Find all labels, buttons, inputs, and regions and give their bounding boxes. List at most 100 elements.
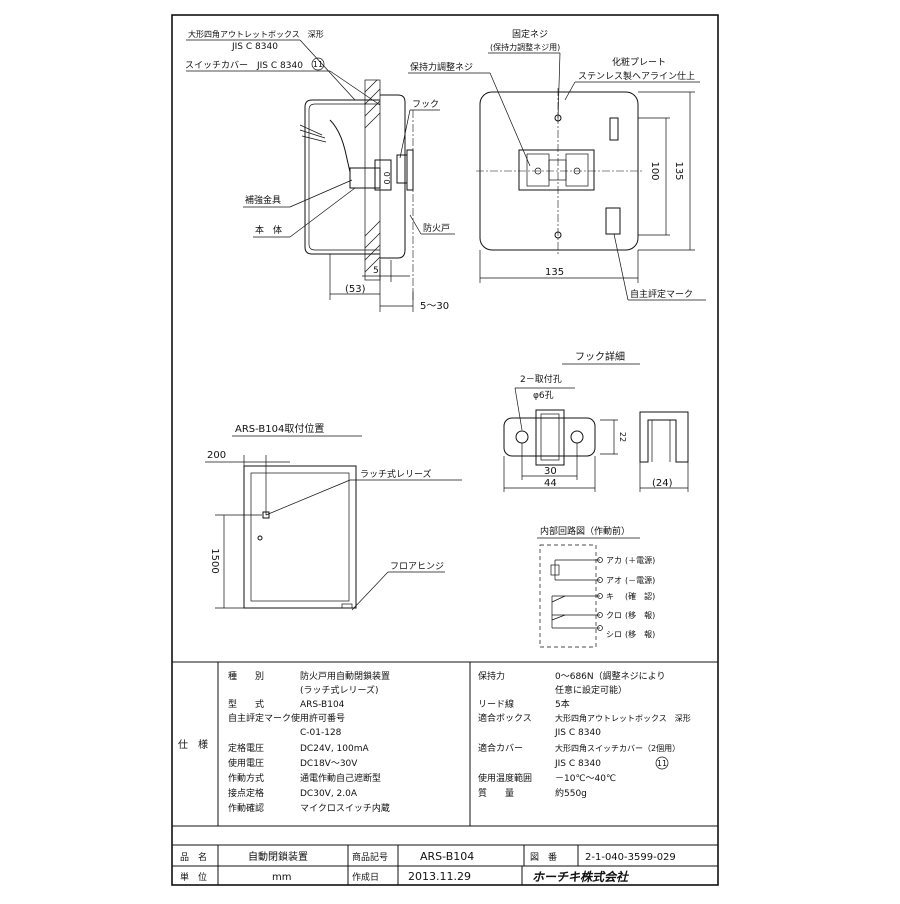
spec-value: DC30V, 2.0A [300, 789, 358, 799]
holding-screw-label: 保持力調整ネジ [410, 61, 473, 73]
spec-value: DC18V～30V [300, 759, 358, 769]
cover-circle-mark [311, 57, 325, 71]
holding-screw-paren: (保持力調整ネジ用) [490, 42, 560, 52]
hook-hole-right [570, 430, 584, 444]
solenoid-coil [550, 564, 560, 576]
dim-24: (24) [652, 478, 673, 489]
spec-value: 任意に設定可能） [555, 684, 627, 696]
spec-key: 種 別 [228, 671, 264, 682]
spec-value: 大形四角アウトレットボックス 深形 [555, 713, 691, 723]
hook-plate [503, 417, 596, 457]
spec-key: 自主評定マーク使用許可番号 [228, 712, 345, 724]
spec-value: 防火戸用自動閉鎖装置 [300, 670, 390, 682]
spec-value: JIS C 8340 [554, 759, 601, 769]
cover-plate-side [380, 94, 406, 259]
door-frame [243, 465, 357, 609]
date-label: 作成日 [352, 871, 379, 883]
dim-22: 22 [618, 432, 627, 442]
spec-key: 作動方式 [228, 772, 264, 784]
name-label: 品 名 [180, 851, 207, 863]
dim-53: (53) [345, 284, 366, 295]
hook-detail-title: フック詳細 [575, 350, 625, 363]
wire-4-color: クロ [606, 611, 622, 620]
outlet-box [304, 99, 380, 255]
spec-value: (ラッチ式レリーズ) [300, 684, 379, 696]
spec-value: 約550g [555, 787, 587, 799]
name-value: 自動閉鎖装置 [248, 850, 308, 863]
dim-5-30: 5～30 [420, 301, 449, 312]
wire-2-color: アオ [606, 576, 622, 585]
spec-key: 質 量 [478, 787, 514, 799]
lead-wires [329, 119, 351, 173]
latch-mechanism [518, 149, 595, 191]
sheet-frame [171, 14, 719, 886]
wire-4-role: (移 報) [625, 610, 655, 620]
cover-circle-number: 11 [313, 60, 323, 69]
spec-value: JIS C 8340 [554, 728, 601, 738]
self-mark-label: 自主評定マーク [630, 288, 693, 300]
spec-table: 仕 様 種 別 型 式 自主評定マーク使用許可番号 定格電圧 使用電圧 作動方式… [172, 661, 718, 846]
box-standard: JIS C 8340 [231, 42, 278, 52]
spec-section-label: 仕 様 [178, 738, 208, 751]
spec-value: マイクロスイッチ内蔵 [300, 802, 390, 814]
mount-position: ARS-B104取付位置 200 ラッチ式レリーズ 1500 フロアヒンジ [205, 422, 462, 611]
spec-circle-mark [655, 756, 669, 770]
spec-value: 0～686N（調整ネジにより [555, 670, 665, 682]
title-block: 品 名 自動閉鎖装置 商品記号 ARS-B104 図 番 2-1-040-359… [172, 845, 718, 885]
latch-label: ラッチ式レリーズ [360, 468, 432, 480]
spec-value: 通電作動自己遮断型 [300, 772, 381, 784]
spec-key: 使用温度範囲 [478, 772, 532, 784]
dim-30: 30 [544, 466, 557, 477]
unit-value: mm [272, 872, 291, 883]
wire-2-role: (－電源) [625, 576, 655, 585]
box-label: 大形四角アウトレットボックス 深形 [188, 29, 324, 39]
code-label: 商品記号 [352, 851, 388, 863]
circuit-title: 内部回路図（作動前） [540, 525, 630, 537]
fixing-screw-label: 固定ネジ [512, 28, 548, 40]
spec-value: 5本 [555, 698, 570, 710]
logo-mark [609, 117, 619, 141]
spec-circle-number: 11 [657, 759, 667, 768]
spec-key: 型 式 [228, 698, 264, 710]
spec-key: 適合ボックス [478, 712, 532, 724]
device-body [349, 167, 381, 189]
fire-door-label: 防火戸 [423, 222, 450, 234]
latch-position [262, 511, 270, 519]
spec-left-values: 防火戸用自動閉鎖装置 (ラッチ式レリーズ) ARS-B104 C-01-128 … [300, 670, 390, 814]
spec-left-keys: 種 別 型 式 自主評定マーク使用許可番号 定格電圧 使用電圧 作動方式 接点定… [228, 671, 345, 814]
cover-label: スイッチカバー JIS C 8340 [185, 60, 303, 71]
mount-title: ARS-B104取付位置 [235, 422, 324, 435]
hook-label: フック [412, 99, 439, 110]
svg-text:0.0: 0.0 [383, 172, 392, 185]
drawing-label: 図 番 [530, 851, 557, 863]
internal-circuit: 内部回路図（作動前） アカ (＋電源) アオ (－電源) キ (確 認) クロ … [537, 525, 655, 648]
side-view: 大形四角アウトレットボックス 深形 JIS C 8340 スイッチカバー JIS… [185, 29, 455, 312]
code-value: ARS-B104 [420, 850, 474, 863]
spec-right-keys: 保持力 リード線 適合ボックス 適合カバー 使用温度範囲 質 量 [478, 670, 532, 799]
hook-side-detail [639, 411, 689, 463]
spec-key: 使用電圧 [228, 757, 264, 769]
wire-3-color: キ [606, 592, 614, 601]
spec-key: 接点定格 [228, 787, 264, 799]
self-mark-box [605, 207, 621, 235]
wire-3-role: (確 認) [625, 591, 655, 601]
spec-right-values: 0～686N（調整ネジにより 任意に設定可能） 5本 大形四角アウトレットボック… [554, 670, 691, 799]
spec-value: 大形四角スイッチカバー（2個用） [555, 743, 680, 753]
door-handle [257, 535, 263, 541]
dim-200: 200 [207, 450, 226, 461]
spec-key: 保持力 [478, 670, 505, 682]
spec-key: 作動確認 [228, 802, 264, 814]
unit-label: 単 位 [180, 871, 207, 883]
hook-detail: フック詳細 2－取付孔 φ6孔 22 30 44 (24) [503, 350, 689, 492]
wire-1-role: (＋電源) [625, 556, 655, 565]
wire-1-color: アカ [606, 556, 622, 565]
spec-value: ARS-B104 [300, 700, 345, 710]
plate-label: 化粧プレート [612, 56, 666, 68]
wire-5-color: シロ [606, 630, 622, 639]
body-label: 本 体 [255, 224, 282, 236]
spec-value: －10℃～40℃ [555, 774, 616, 784]
hook-hole-left [515, 430, 529, 444]
reinforce-label: 補強金具 [245, 194, 281, 206]
